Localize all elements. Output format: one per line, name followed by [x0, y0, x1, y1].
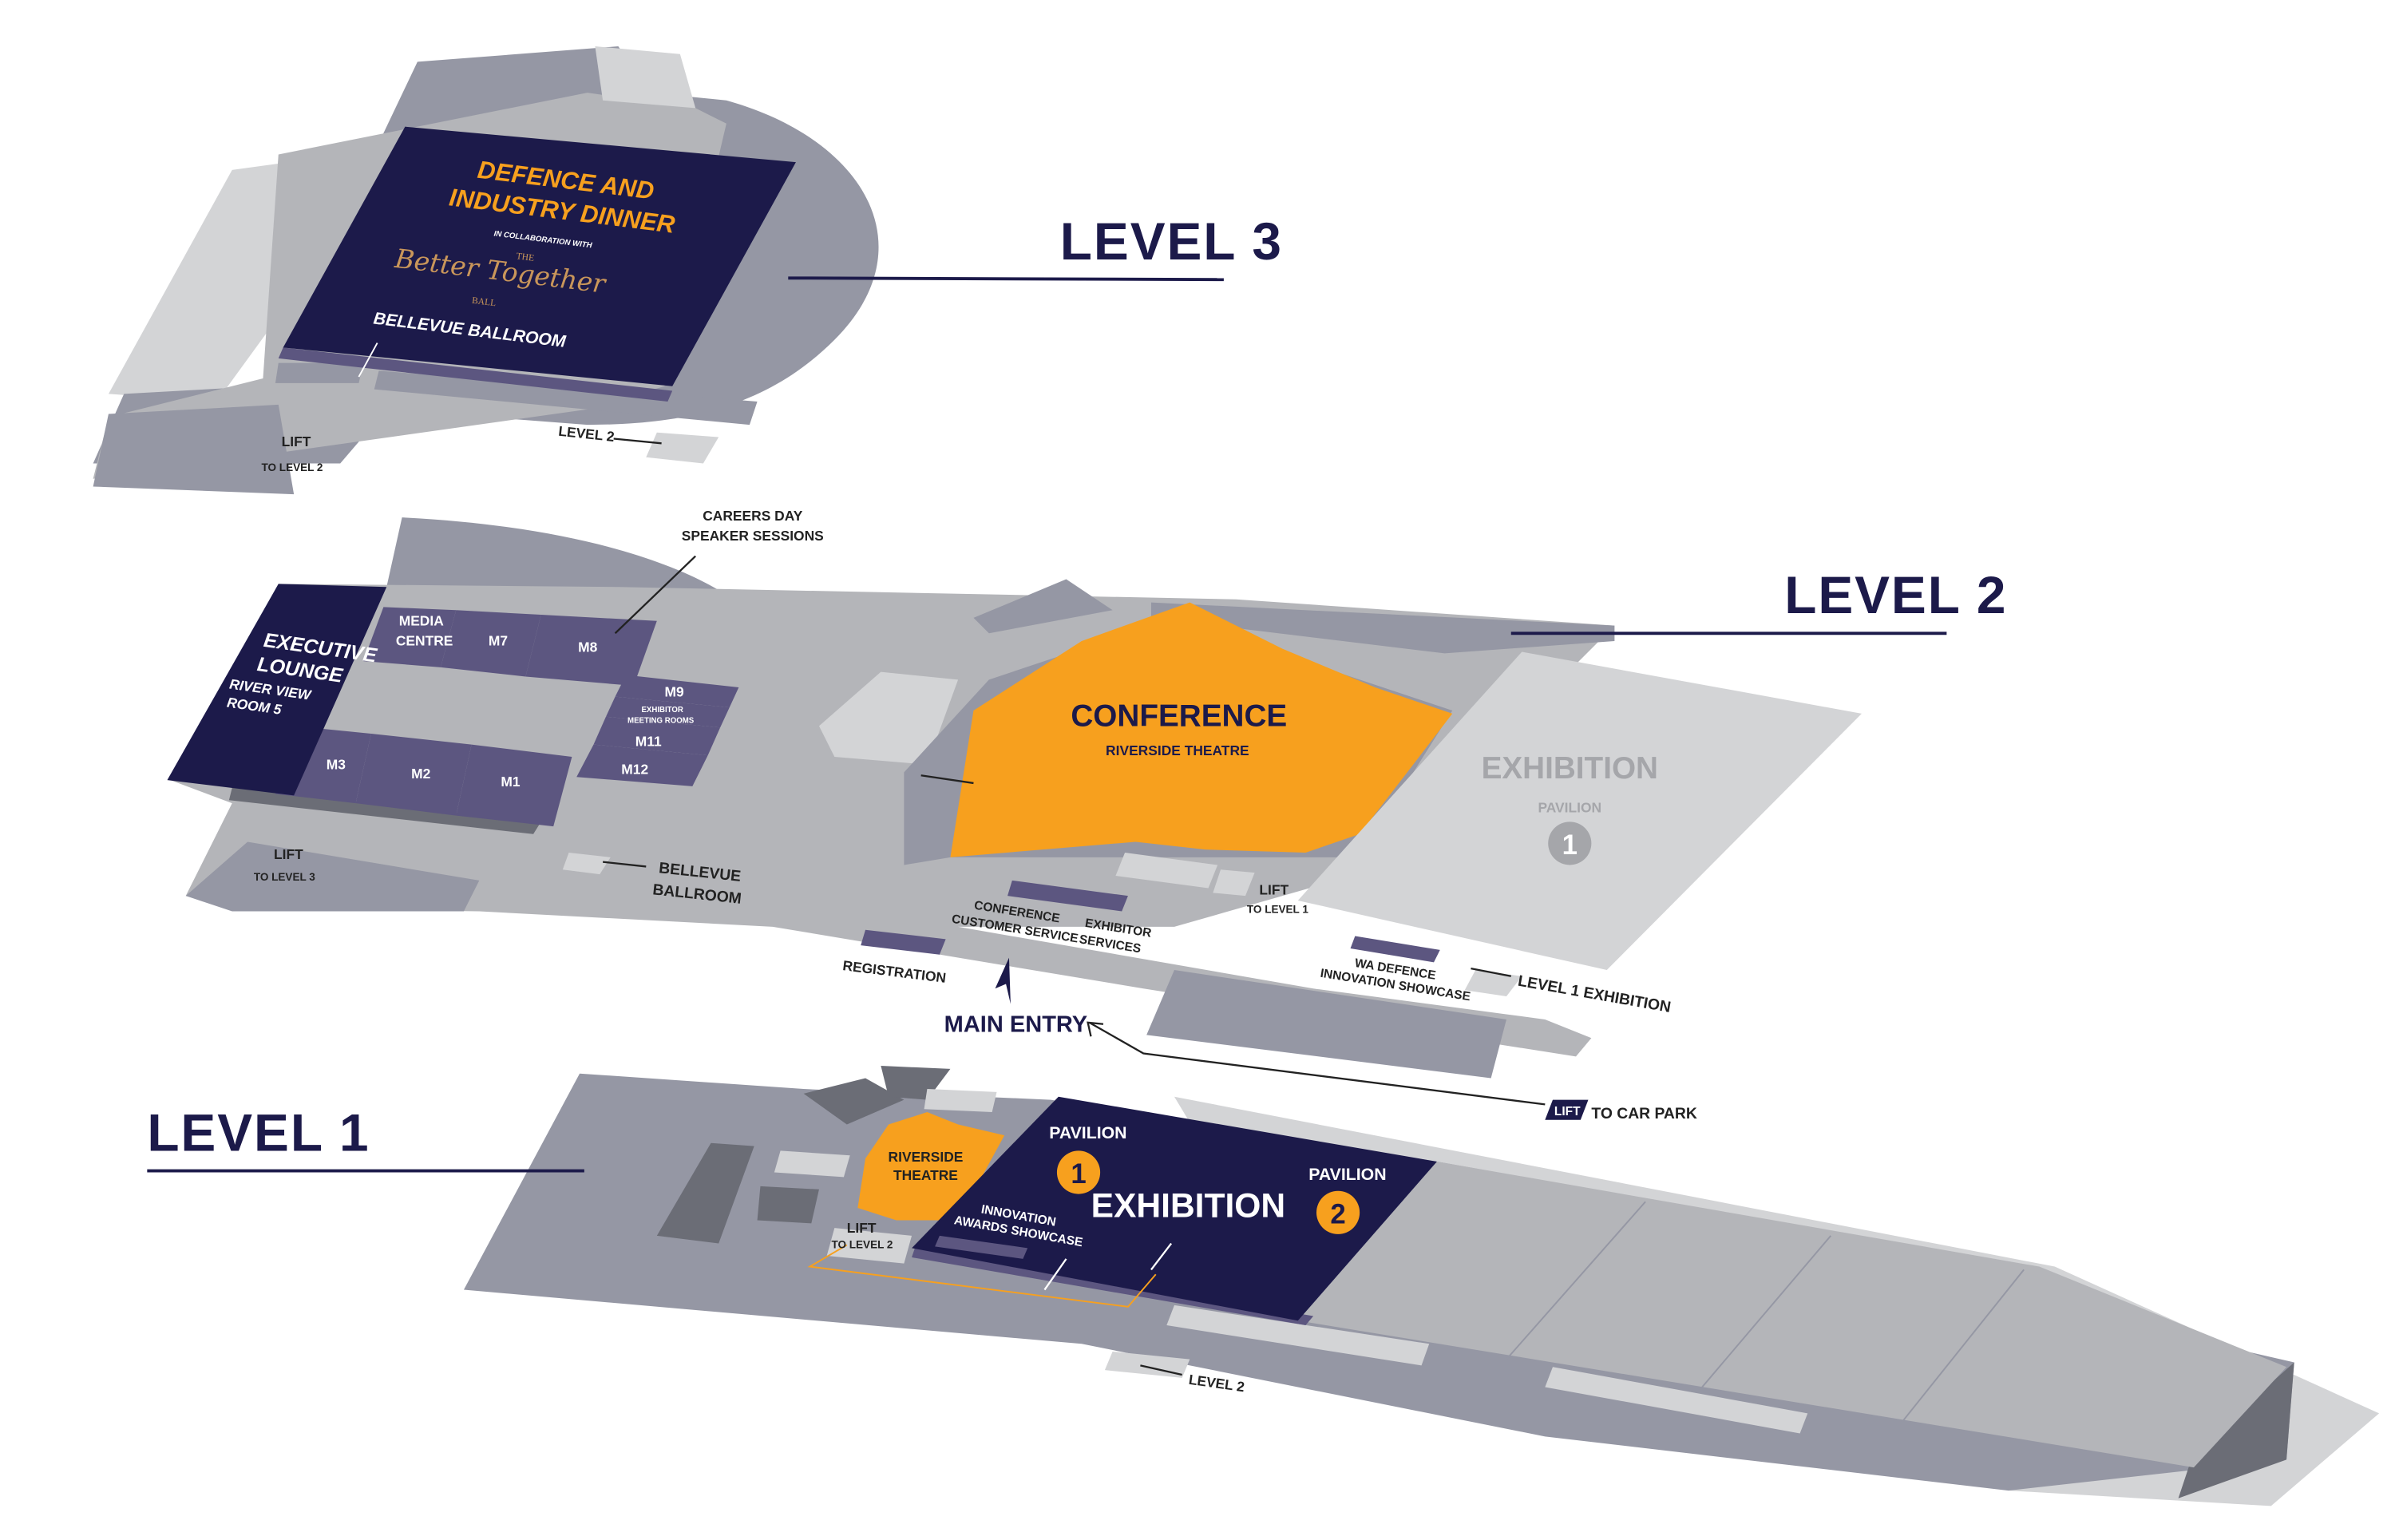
room-m7[interactable]: [440, 610, 541, 677]
level-2-lift-sub: TO LEVEL 3: [254, 871, 315, 883]
car-park-lift-label: LIFT: [1554, 1105, 1581, 1118]
exhibitor-meeting-label-1: EXHIBITOR: [641, 706, 683, 715]
level-1-title: LEVEL 1: [147, 1103, 370, 1162]
route-to-exhibition: [807, 1244, 1157, 1308]
up-arrow-icon: [358, 342, 378, 378]
pavilion-2-badge: [1316, 1190, 1360, 1234]
up-arrow-icon: [1150, 1242, 1173, 1271]
m9-label: M9: [664, 684, 683, 700]
left-arrow-icon: [1140, 1364, 1182, 1376]
m12-label: M12: [621, 761, 648, 777]
down-arrow-icon: [1043, 1258, 1067, 1291]
level-2-floor: [167, 517, 1947, 1079]
room-m2[interactable]: [355, 734, 472, 816]
m3-label: M3: [327, 757, 346, 773]
room-m12[interactable]: [576, 744, 708, 786]
pavilion-1-badge: [1056, 1150, 1101, 1194]
exhibitor-meeting-rooms[interactable]: [605, 696, 730, 728]
level-2-lift-label: LIFT: [274, 846, 303, 862]
media-centre-label-2: CENTRE: [396, 633, 453, 649]
bellevue-ballroom-room[interactable]: [283, 126, 796, 386]
m1-label: M1: [501, 774, 520, 790]
m11-label: M11: [635, 734, 662, 750]
conference-label: CONFERENCE: [1071, 699, 1287, 733]
exhibitor-meeting-label-2: MEETING ROOMS: [627, 716, 695, 725]
level-1-lift-label: LIFT: [847, 1220, 877, 1236]
pavilion-2-number: 2: [1330, 1198, 1345, 1229]
room-m1[interactable]: [456, 744, 572, 827]
level-1-exhibition-link[interactable]: LEVEL 1 EXHIBITION: [1517, 972, 1673, 1016]
main-entry-arrow-icon: [995, 957, 1011, 1004]
level-1-exhibition-pavilion-1-space[interactable]: [1297, 651, 1862, 971]
level-1-exhibition-label: EXHIBITION: [1091, 1187, 1285, 1225]
lift-to-level-1-label: LIFT: [1259, 881, 1289, 897]
level-3-title: LEVEL 3: [1060, 212, 1283, 271]
car-park-path-arrow: [1088, 1021, 1546, 1106]
careers-day-label-1: CAREERS DAY: [703, 508, 802, 524]
ball-ball: BALL: [471, 295, 497, 309]
level-3-stairs-label: LEVEL 2: [558, 423, 616, 445]
main-entry-label[interactable]: MAIN ENTRY: [944, 1011, 1087, 1037]
level-1-theatre-label-2: THEATRE: [893, 1167, 958, 1183]
level-1-floor: [147, 1066, 2380, 1506]
car-park-lift-badge[interactable]: [1545, 1099, 1589, 1120]
stairs-icon: [562, 853, 611, 875]
room-m9[interactable]: [615, 675, 739, 708]
conference-riverside-theatre[interactable]: [950, 602, 1453, 857]
level-3-floor: [93, 46, 1224, 495]
level-3-leader-line: [788, 276, 1224, 282]
registration-label: REGISTRATION: [842, 957, 948, 986]
level-1-stairs-label: LEVEL 2: [1188, 1372, 1245, 1396]
m8-label: M8: [578, 639, 597, 655]
to-car-park-label: TO CAR PARK: [1591, 1105, 1696, 1122]
right-arrow-icon: [613, 437, 662, 445]
pavilion-1-number: 1: [1562, 829, 1578, 861]
pointer-arrow-icon: [614, 555, 696, 635]
m2-label: M2: [411, 766, 430, 782]
exhibition-hall-pavilions-1-2[interactable]: [912, 1096, 1437, 1321]
level-1-lift-sub: TO LEVEL 2: [831, 1238, 893, 1250]
m7-label: M7: [489, 633, 508, 649]
pavilion-1-label: PAVILION: [1049, 1123, 1126, 1142]
level-3-lift-sub: TO LEVEL 2: [262, 461, 323, 473]
arrowhead-icon: [1087, 1021, 1104, 1037]
pavilion-1-badge: [1548, 821, 1592, 865]
level-3-lift-label: LIFT: [282, 433, 311, 449]
exhibition-label: EXHIBITION: [1482, 751, 1658, 786]
left-arrow-icon: [602, 861, 647, 868]
media-centre-label-1: MEDIA: [399, 613, 445, 629]
level-1-theatre-label-1: RIVERSIDE: [889, 1149, 964, 1165]
ball-the: THE: [516, 251, 535, 263]
level-2-title: LEVEL 2: [1784, 565, 2007, 624]
room-m11[interactable]: [593, 716, 721, 756]
pavilion-2-label: PAVILION: [1308, 1165, 1386, 1184]
pavilion-1-number: 1: [1071, 1158, 1086, 1190]
executive-lounge[interactable]: [167, 584, 387, 796]
stairs-icon: [1464, 970, 1522, 996]
room-m8[interactable]: [525, 615, 657, 687]
media-centre[interactable]: [363, 607, 457, 667]
riverside-theatre-label: RIVERSIDE THEATRE: [1106, 742, 1249, 758]
careers-day-label-2: SPEAKER SESSIONS: [682, 528, 824, 544]
right-arrow-icon: [1471, 967, 1511, 977]
stairs-icon: [646, 432, 719, 464]
pavilion-label: PAVILION: [1538, 800, 1601, 816]
lift-to-level-1-sub: TO LEVEL 1: [1247, 903, 1308, 915]
right-arrow-icon: [920, 774, 974, 785]
